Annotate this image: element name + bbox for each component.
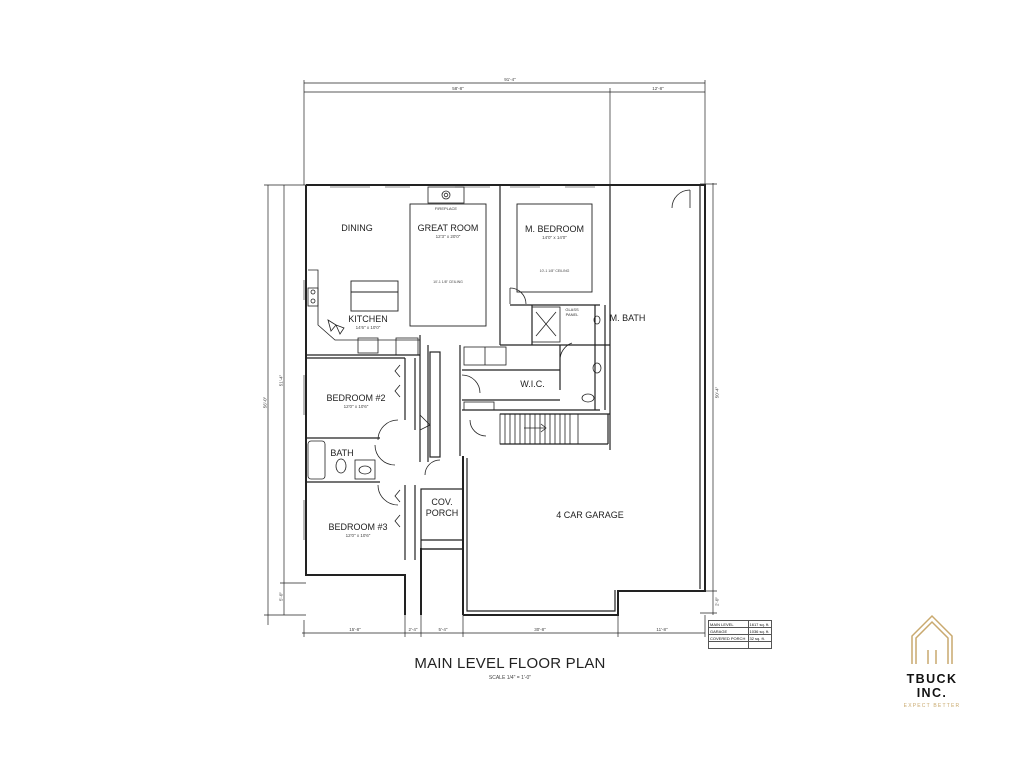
bedroom-3-size: 12'0" x 10'6"	[345, 533, 371, 538]
area-label: GARAGE	[708, 627, 749, 635]
kitchen-counters	[307, 269, 420, 356]
area-value	[747, 641, 772, 649]
dim-bottom-3: 5'-4"	[438, 627, 448, 632]
area-value: 32 sq. ft.	[747, 634, 772, 642]
dim-bottom-5: 11'-8"	[656, 627, 668, 632]
dim-bottom-4: 30'-8"	[534, 627, 546, 632]
glass-panel-label-2: PANEL	[565, 312, 579, 317]
windows	[303, 186, 595, 540]
dim-right-main: 50'-4"	[714, 386, 720, 399]
brand-name: TBUCK INC.	[906, 672, 958, 700]
room-label-great-room: GREAT ROOM	[417, 223, 479, 233]
interior-walls	[306, 185, 610, 560]
room-label-porch-1: COV.	[431, 497, 453, 507]
dim-left-upper: 51'-4"	[278, 374, 284, 387]
room-label-bedroom-2: BEDROOM #2	[326, 393, 386, 403]
room-label-wic: W.I.C.	[520, 379, 545, 389]
kitchen-island	[350, 280, 399, 312]
area-value: 1617 sq. ft.	[747, 620, 772, 628]
great-room-area	[409, 203, 487, 327]
left-dimension-lines	[264, 184, 306, 625]
garage-walls	[466, 185, 701, 612]
area-label	[708, 641, 749, 649]
room-label-bath: BATH	[330, 448, 354, 458]
plan-title: MAIN LEVEL FLOOR PLAN	[414, 655, 606, 672]
master-bedroom-size: 14'0" x 14'0"	[542, 235, 567, 240]
dim-bottom-2: 2'-4"	[408, 627, 418, 632]
company-logo: TBUCK INC. EXPECT BETTER	[892, 612, 972, 709]
brand-tagline: EXPECT BETTER	[903, 703, 961, 709]
room-label-dining: DINING	[341, 223, 373, 233]
dim-top-overall: 91'-4"	[504, 77, 516, 82]
master-bath-fixtures	[509, 287, 602, 403]
dim-bottom-1: 15'-8"	[349, 627, 361, 632]
dim-left-lower: 5'-0"	[278, 592, 284, 601]
great-room-ceiling: 10'-1 1/8" CEILING	[433, 280, 463, 284]
bath-fixtures	[307, 440, 376, 480]
exterior-walls	[305, 184, 706, 616]
stairs	[499, 413, 579, 445]
dim-top-right: 12'-8"	[652, 86, 664, 91]
table-row	[708, 641, 772, 649]
fireplace-symbol	[427, 186, 465, 204]
plan-scale: SCALE 1/4" = 1'-0"	[488, 675, 532, 681]
closet-doors	[394, 364, 401, 528]
top-dimension-lines	[303, 80, 706, 185]
room-label-porch-2: PORCH	[425, 508, 459, 518]
area-label: MAIN LEVEL	[708, 620, 749, 628]
great-room-size: 12'3" x 20'0"	[435, 234, 461, 239]
room-label-master-bedroom: M. BEDROOM	[524, 224, 584, 234]
bedroom-2-size: 12'0" x 10'6"	[343, 404, 369, 409]
area-value: 1036 sq. ft.	[747, 627, 772, 635]
room-label-kitchen: KITCHEN	[348, 314, 388, 324]
garage-door-swing	[671, 189, 691, 209]
glass-panel-label-1: GLASS	[565, 307, 579, 312]
wic-shelving	[463, 346, 507, 411]
room-label-garage: 4 CAR GARAGE	[556, 510, 624, 520]
kitchen-size: 14'6" x 10'0"	[355, 325, 381, 330]
dim-top-left: 58'-8"	[452, 86, 464, 91]
area-label: COVERED PORCH	[708, 634, 749, 642]
room-label-bedroom-3: BEDROOM #3	[328, 522, 388, 532]
dim-right-lower: 2'-0"	[714, 597, 720, 606]
master-bedroom-area	[516, 203, 593, 293]
room-label-master-bath: M. BATH	[609, 313, 646, 323]
fireplace-label: FIREPLACE	[434, 206, 458, 211]
dim-left-overall: 56'-0"	[262, 396, 268, 409]
house-logo-icon	[911, 614, 953, 664]
master-bedroom-ceiling: 10'-1 1/8" CEILING	[539, 269, 570, 273]
door-swings	[374, 342, 573, 506]
